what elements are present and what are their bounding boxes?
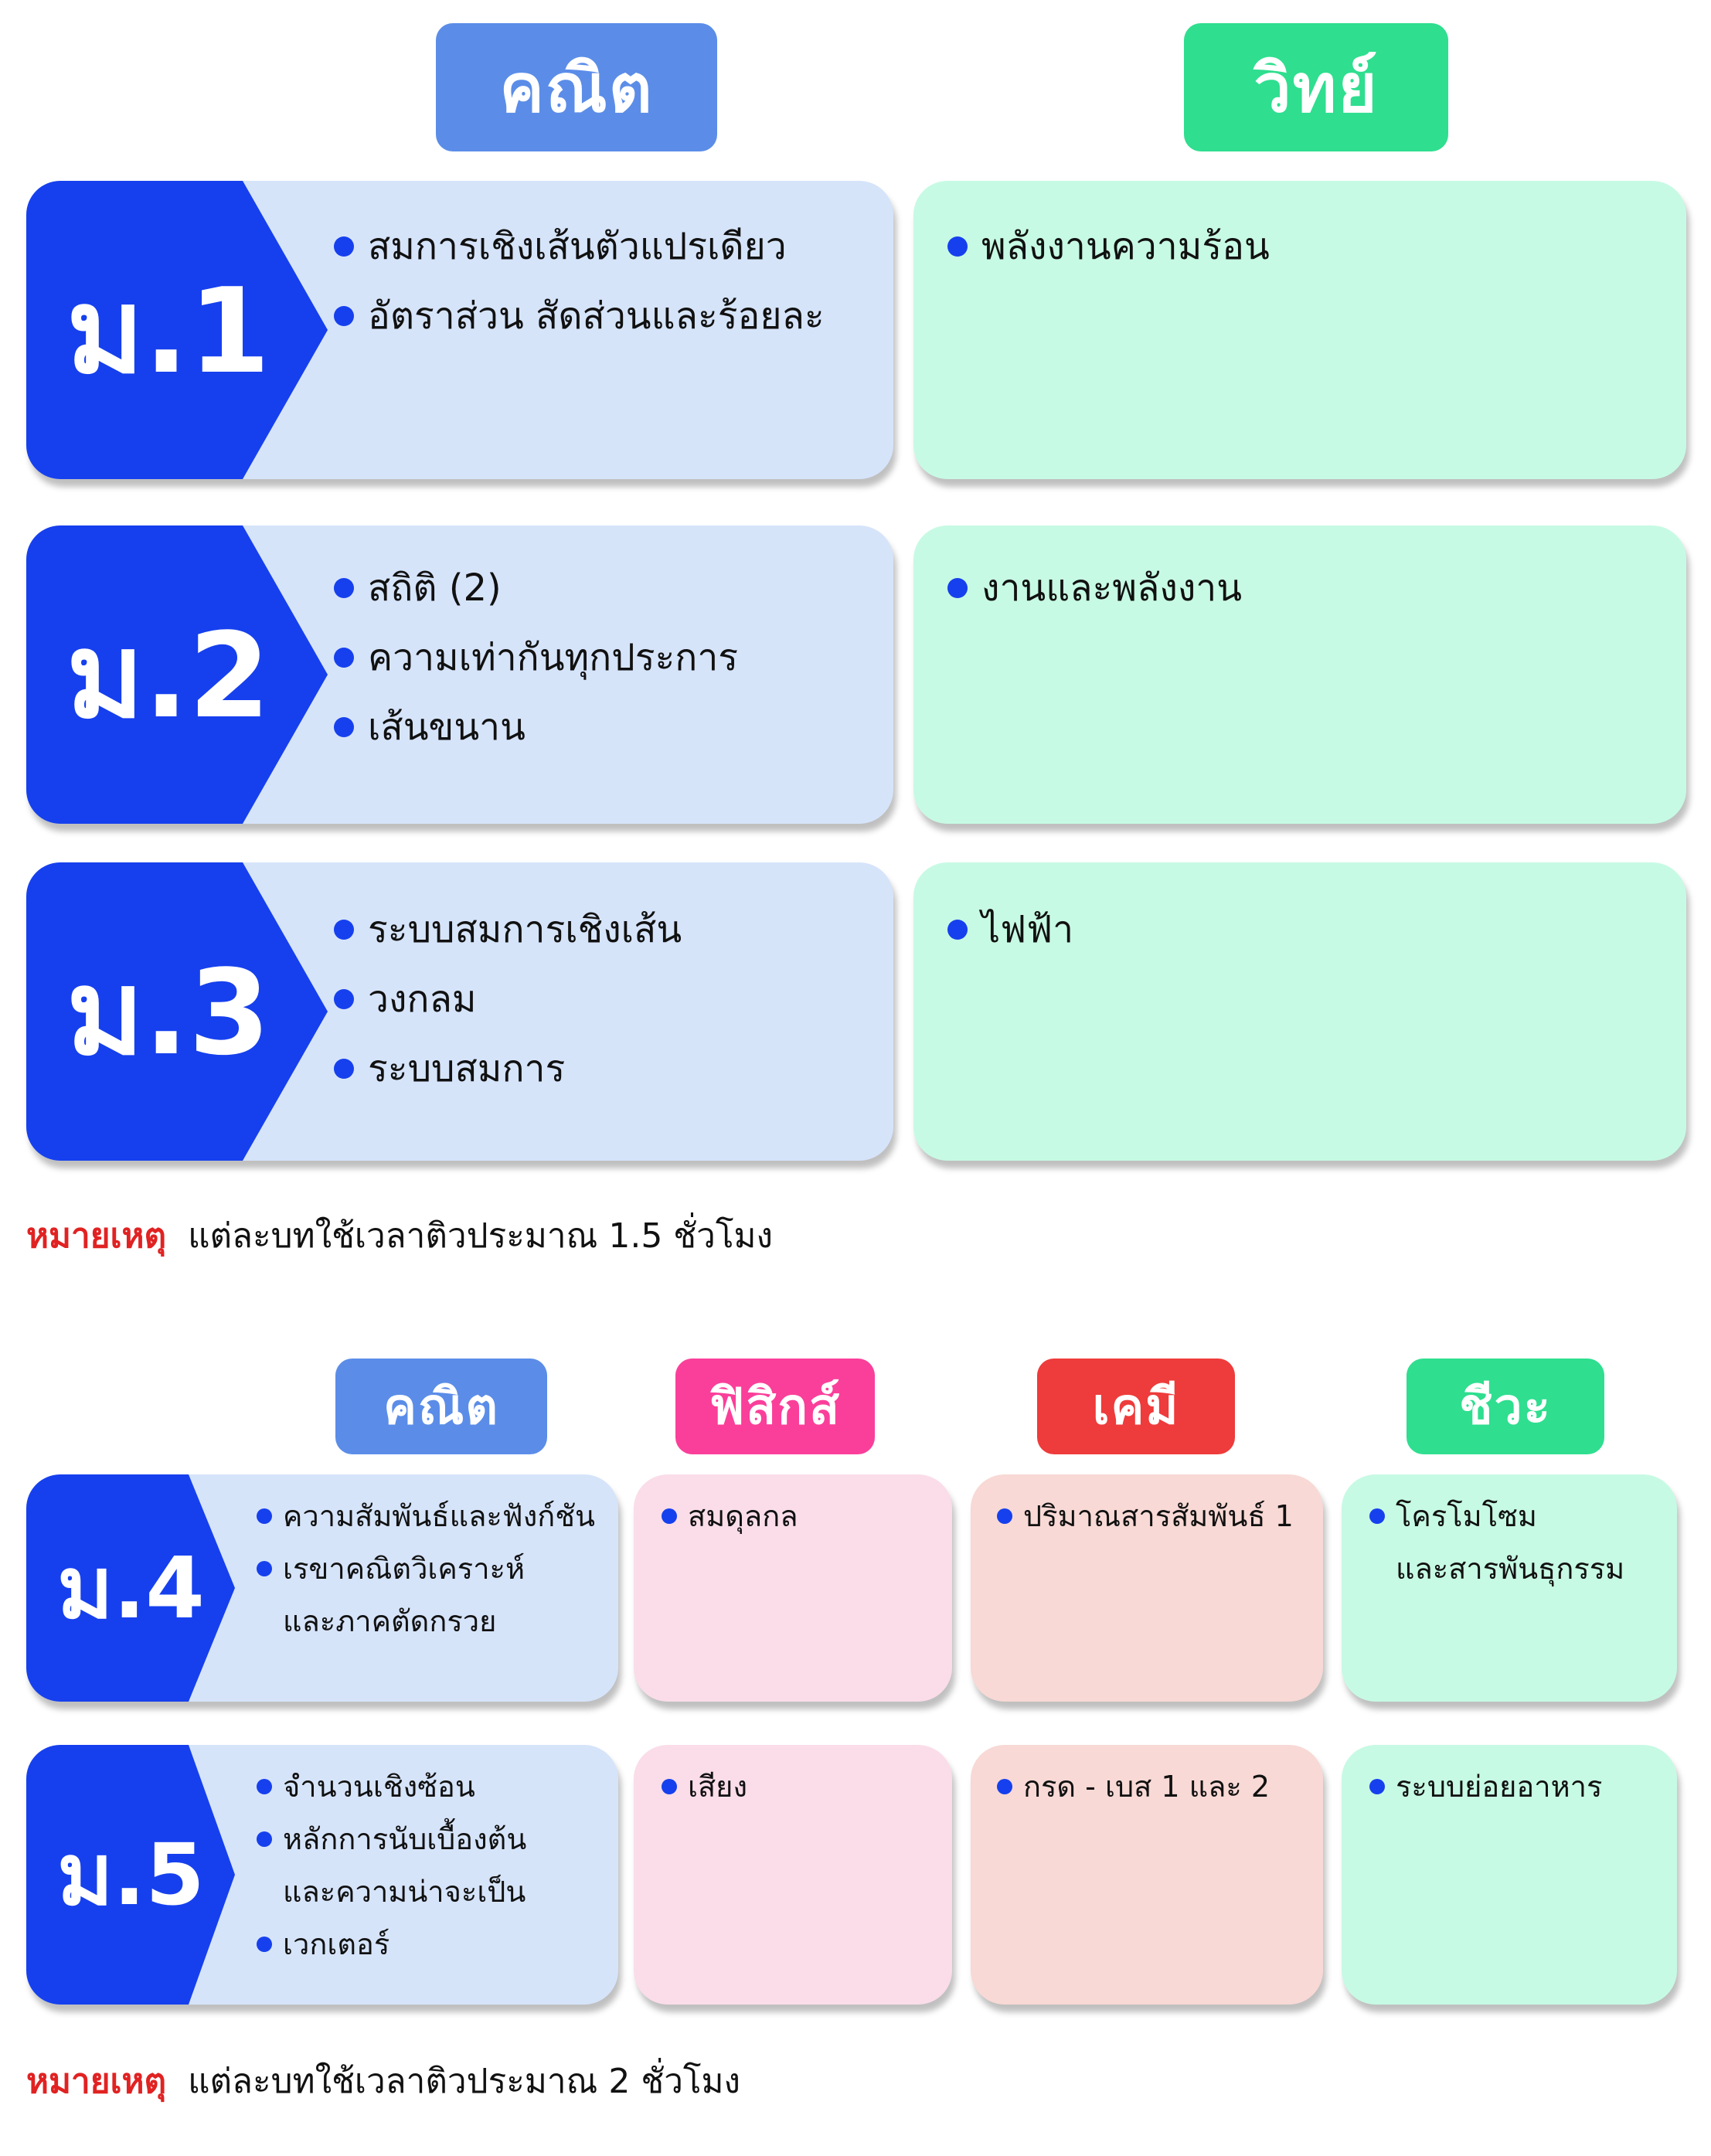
note-label: หมายเหตุ (26, 1216, 167, 1256)
topic-item: ไฟฟ้า (947, 895, 1073, 964)
bullet-icon (997, 1508, 1012, 1524)
topic-item: วงกลม (334, 964, 682, 1034)
bullet-icon (334, 578, 354, 598)
note-text: แต่ละบทใช้เวลาติวประมาณ 2 ชั่วโมง (188, 2062, 741, 2101)
m5-chemistry-topics: กรด - เบส 1 และ 2 (997, 1760, 1270, 1813)
section2-note: หมายเหตุ แต่ละบทใช้เวลาติวประมาณ 2 ชั่วโม… (26, 2054, 740, 2108)
topic-item: ปริมาณสารสัมพันธ์ 1 (997, 1490, 1294, 1542)
m4-biology-card: โครโมโซมและสารพันธุกรรม (1342, 1474, 1677, 1702)
note-label: หมายเหตุ (26, 2062, 167, 2101)
topic-item: โครโมโซมและสารพันธุกรรม (1369, 1490, 1624, 1595)
bullet-icon (257, 1508, 272, 1524)
m2-math-topics: สถิติ (2) ความเท่ากันทุกประการ เส้นขนาน (334, 553, 738, 762)
biology-header: ชีวะ (1407, 1359, 1604, 1454)
bullet-icon (997, 1779, 1012, 1794)
m1-math-topics: สมการเชิงเส้นตัวแปรเดียว อัตราส่วน สัดส่… (334, 212, 825, 351)
m5-physics-topics: เสียง (662, 1760, 747, 1813)
math-header: คณิต (436, 23, 717, 151)
bullet-icon (334, 1059, 354, 1079)
m1-science-card: พลังงานความร้อน (913, 181, 1686, 479)
m4-chemistry-topics: ปริมาณสารสัมพันธ์ 1 (997, 1490, 1294, 1542)
grade-badge-m4: ม.4 (26, 1474, 235, 1702)
chemistry-header: เคมี (1037, 1359, 1235, 1454)
topic-item: สถิติ (2) (334, 553, 738, 623)
physics-header: ฟิสิกส์ (675, 1359, 875, 1454)
note-text: แต่ละบทใช้เวลาติวประมาณ 1.5 ชั่วโมง (188, 1216, 773, 1256)
topic-item: เส้นขนาน (334, 692, 738, 762)
bullet-icon (334, 306, 354, 326)
grade-badge-m3: ม.3 (26, 862, 328, 1161)
topic-item: ความเท่ากันทุกประการ (334, 623, 738, 692)
topic-item: เสียง (662, 1760, 747, 1813)
topic-item: สมดุลกล (662, 1490, 798, 1542)
m5-physics-card: เสียง (634, 1745, 952, 2005)
grade-badge-m1: ม.1 (26, 181, 328, 479)
topic-item: หลักการนับเบื้องต้นและความน่าจะเป็น (257, 1813, 526, 1918)
m4-physics-card: สมดุลกล (634, 1474, 952, 1702)
topic-item: เรขาคณิตวิเคราะห์และภาคตัดกรวย (257, 1542, 595, 1648)
m4-math-card: ม.4 ความสัมพันธ์และฟังก์ชัน เรขาคณิตวิเค… (26, 1474, 618, 1702)
bullet-icon (334, 717, 354, 737)
topic-item: สมการเชิงเส้นตัวแปรเดียว (334, 212, 825, 281)
bullet-icon (947, 236, 968, 257)
bullet-icon (662, 1779, 677, 1794)
m5-chemistry-card: กรด - เบส 1 และ 2 (971, 1745, 1323, 2005)
m4-chemistry-card: ปริมาณสารสัมพันธ์ 1 (971, 1474, 1323, 1702)
topic-item: จำนวนเชิงซ้อน (257, 1760, 526, 1813)
bullet-icon (334, 989, 354, 1009)
topic-item: ความสัมพันธ์และฟังก์ชัน (257, 1490, 595, 1542)
bullet-icon (334, 648, 354, 668)
bullet-icon (257, 1937, 272, 1952)
grade-badge-m2: ม.2 (26, 525, 328, 824)
m2-science-topics: งานและพลังงาน (947, 553, 1242, 623)
topic-item: ระบบสมการเชิงเส้น (334, 895, 682, 964)
m1-math-card: ม.1 สมการเชิงเส้นตัวแปรเดียว อัตราส่วน ส… (26, 181, 893, 479)
grade-badge-m5: ม.5 (26, 1745, 235, 2005)
bullet-icon (1369, 1779, 1385, 1794)
m3-science-topics: ไฟฟ้า (947, 895, 1073, 964)
m5-biology-card: ระบบย่อยอาหาร (1342, 1745, 1677, 2005)
section1-note: หมายเหตุ แต่ละบทใช้เวลาติวประมาณ 1.5 ชั่ว… (26, 1209, 773, 1263)
bullet-icon (257, 1779, 272, 1794)
m4-biology-topics: โครโมโซมและสารพันธุกรรม (1369, 1490, 1624, 1595)
topic-item: กรด - เบส 1 และ 2 (997, 1760, 1270, 1813)
bullet-icon (257, 1831, 272, 1847)
m5-math-topics: จำนวนเชิงซ้อน หลักการนับเบื้องต้นและความ… (257, 1760, 526, 1971)
m3-math-topics: ระบบสมการเชิงเส้น วงกลม ระบบสมการ (334, 895, 682, 1104)
m3-math-card: ม.3 ระบบสมการเชิงเส้น วงกลม ระบบสมการ (26, 862, 893, 1161)
science-header: วิทย์ (1184, 23, 1448, 151)
math-header-2: คณิต (335, 1359, 547, 1454)
bullet-icon (257, 1561, 272, 1576)
m4-physics-topics: สมดุลกล (662, 1490, 798, 1542)
m2-math-card: ม.2 สถิติ (2) ความเท่ากันทุกประการ เส้นข… (26, 525, 893, 824)
topic-item: งานและพลังงาน (947, 553, 1242, 623)
m5-biology-topics: ระบบย่อยอาหาร (1369, 1760, 1602, 1813)
bullet-icon (334, 920, 354, 940)
topic-item: ระบบย่อยอาหาร (1369, 1760, 1602, 1813)
topic-item: เวกเตอร์ (257, 1918, 526, 1971)
topic-item: ระบบสมการ (334, 1034, 682, 1104)
bullet-icon (662, 1508, 677, 1524)
m3-science-card: ไฟฟ้า (913, 862, 1686, 1161)
bullet-icon (334, 236, 354, 257)
bullet-icon (947, 920, 968, 940)
bullet-icon (947, 578, 968, 598)
m5-math-card: ม.5 จำนวนเชิงซ้อน หลักการนับเบื้องต้นและ… (26, 1745, 618, 2005)
m1-science-topics: พลังงานความร้อน (947, 212, 1270, 281)
m2-science-card: งานและพลังงาน (913, 525, 1686, 824)
topic-item: อัตราส่วน สัดส่วนและร้อยละ (334, 281, 825, 351)
bullet-icon (1369, 1508, 1385, 1524)
topic-item: พลังงานความร้อน (947, 212, 1270, 281)
m4-math-topics: ความสัมพันธ์และฟังก์ชัน เรขาคณิตวิเคราะห… (257, 1490, 595, 1648)
